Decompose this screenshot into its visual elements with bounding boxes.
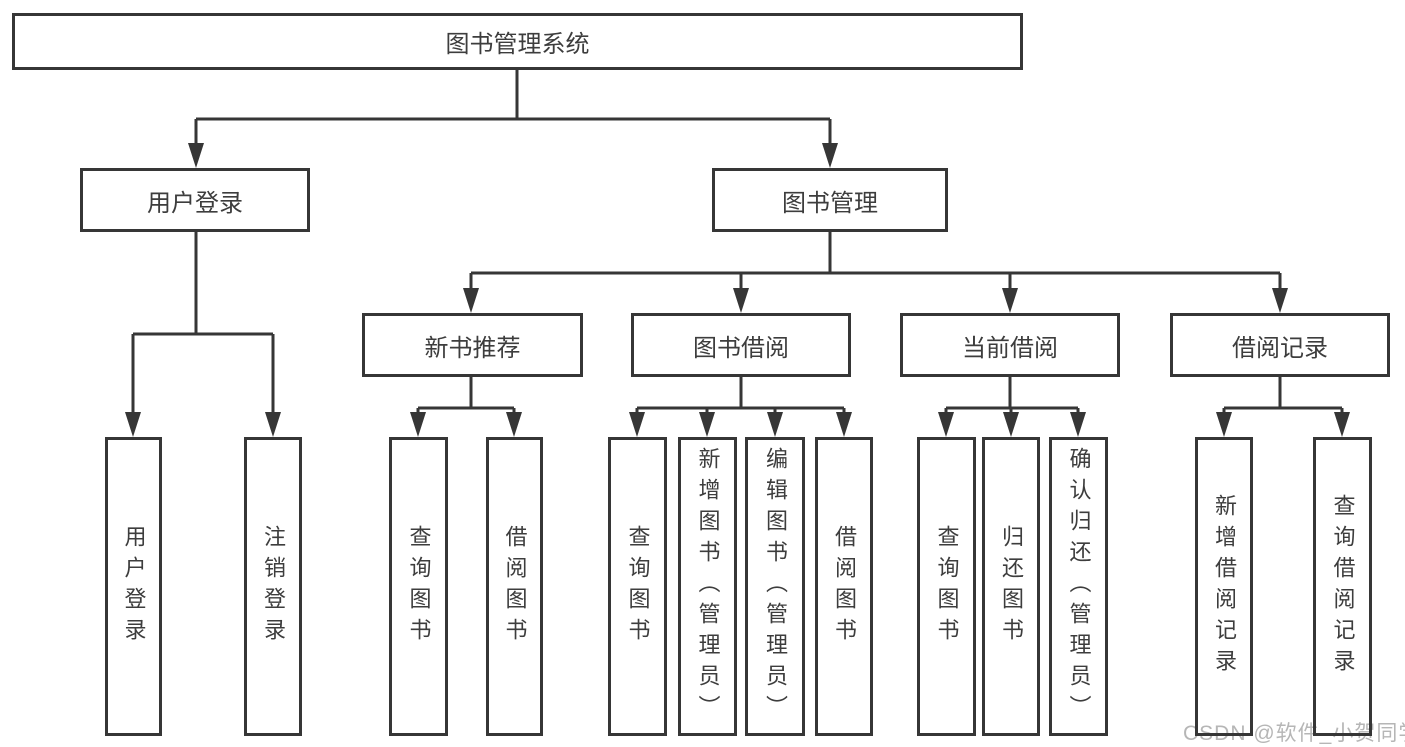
- leaf-query-borrow-record: 查询借阅记录: [1313, 437, 1372, 736]
- leaf-query-books-2-label: 查询图书: [625, 524, 651, 649]
- leaf-edit-books-admin: 编辑图书（管理员）: [745, 437, 805, 736]
- node-new-book-recommend: 新书推荐: [362, 313, 583, 377]
- leaf-return-books-label: 归还图书: [999, 524, 1024, 649]
- leaf-query-books-2: 查询图书: [608, 437, 667, 736]
- leaf-query-books-1: 查询图书: [389, 437, 448, 736]
- node-book-borrow: 图书借阅: [631, 313, 851, 377]
- leaf-query-borrow-record-label: 查询借阅记录: [1330, 493, 1356, 680]
- node-borrow-records-label: 借阅记录: [1232, 334, 1328, 362]
- node-user-login-label: 用户登录: [147, 189, 243, 217]
- leaf-borrow-books-1: 借阅图书: [486, 437, 543, 736]
- leaf-logout-label: 注销登录: [261, 524, 286, 649]
- leaf-logout: 注销登录: [244, 437, 302, 736]
- leaf-borrow-books-2: 借阅图书: [815, 437, 873, 736]
- connector-elbows: [131, 70, 1344, 414]
- node-new-book-recommend-label: 新书推荐: [424, 334, 521, 362]
- node-borrow-records: 借阅记录: [1170, 313, 1390, 377]
- leaf-confirm-return-admin: 确认归还（管理员）: [1049, 437, 1108, 736]
- node-current-borrow-label: 当前借阅: [962, 334, 1058, 362]
- node-book-borrow-label: 图书借阅: [693, 334, 789, 362]
- node-book-mgmt-label: 图书管理: [782, 189, 878, 217]
- leaf-query-books-3: 查询图书: [917, 437, 976, 736]
- leaf-edit-books-admin-label: 编辑图书（管理员）: [763, 447, 788, 726]
- leaf-query-books-1-label: 查询图书: [406, 524, 432, 649]
- leaf-query-books-3-label: 查询图书: [934, 524, 960, 649]
- leaf-borrow-books-1-label: 借阅图书: [502, 524, 528, 649]
- leaf-add-books-admin: 新增图书（管理员）: [678, 437, 737, 736]
- arrowheads: [125, 143, 1350, 437]
- node-root: 图书管理系统: [12, 13, 1023, 70]
- leaf-add-borrow-record: 新增借阅记录: [1195, 437, 1253, 736]
- watermark: CSDN @软件_小贺同学: [1183, 722, 1405, 745]
- leaf-confirm-return-admin-label: 确认归还（管理员）: [1066, 447, 1092, 726]
- leaf-return-books: 归还图书: [982, 437, 1040, 736]
- leaf-add-books-admin-label: 新增图书（管理员）: [695, 447, 721, 726]
- leaf-user-login-label: 用户登录: [121, 524, 147, 649]
- leaf-borrow-books-2-label: 借阅图书: [832, 524, 857, 649]
- leaf-add-borrow-record-label: 新增借阅记录: [1212, 493, 1237, 680]
- node-current-borrow: 当前借阅: [900, 313, 1120, 377]
- node-root-label: 图书管理系统: [445, 31, 590, 58]
- node-user-login: 用户登录: [80, 168, 310, 232]
- node-book-mgmt: 图书管理: [712, 168, 948, 232]
- leaf-user-login: 用户登录: [105, 437, 162, 736]
